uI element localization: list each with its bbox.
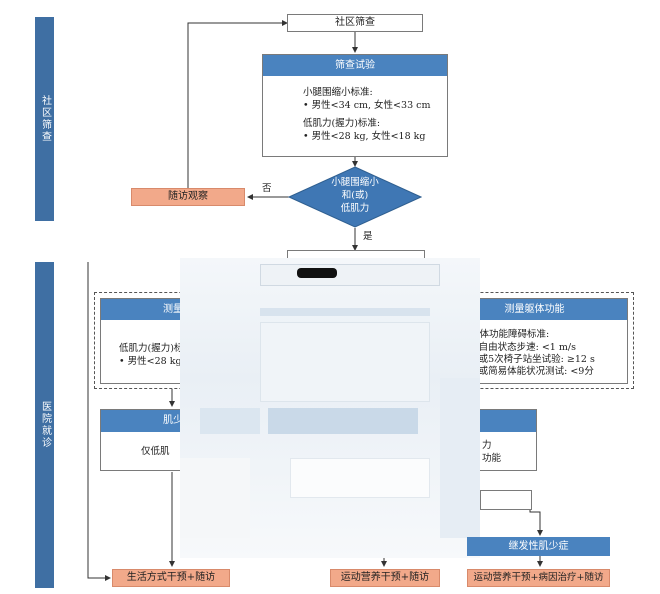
label-yes: 是 bbox=[363, 231, 373, 242]
calf-criteria-title: 小腿围缩小标准: bbox=[303, 87, 373, 98]
screening-test-title: 筛查试验 bbox=[263, 55, 447, 76]
outcome-etiology: 运动营养干预+病因治疗+随访 bbox=[467, 569, 610, 587]
measure-body-item-1-text: 自由状态步速: <1 m/s bbox=[478, 342, 576, 353]
secondary-sarcopenia-box: 继发性肌少症 bbox=[467, 537, 610, 556]
severe-frag-2: 功能 bbox=[482, 453, 502, 464]
sidebar-community-label: 社区筛查 bbox=[39, 95, 51, 143]
measure-body-line1: 躯体功能障碍标准: bbox=[470, 329, 550, 340]
measure-body-item-3: • 或简易体能状况测试: <9分 bbox=[470, 366, 594, 378]
measure-muscle-item-text: 男性<28 kg, bbox=[127, 356, 185, 367]
outcome-lifestyle: 生活方式干预+随访 bbox=[112, 569, 230, 587]
community-screening-box: 社区筛查 bbox=[287, 14, 423, 32]
severe-frag-1: 力 bbox=[482, 440, 492, 451]
outcome-etiology-label: 运动营养干预+病因治疗+随访 bbox=[473, 572, 604, 583]
grip-criteria-item-text: 男性<28 kg, 女性<18 kg bbox=[311, 131, 426, 142]
obscured-area bbox=[180, 258, 480, 558]
outcome-exercise-nutrition: 运动营养干预+随访 bbox=[330, 569, 440, 587]
measure-body-item-3-text: 或简易体能状况测试: <9分 bbox=[478, 366, 594, 377]
outcome-exercise-nutrition-label: 运动营养干预+随访 bbox=[340, 572, 430, 583]
outcome-lifestyle-label: 生活方式干预+随访 bbox=[126, 572, 216, 583]
measure-body-item-2-text: 或5次椅子站坐试验: ≥12 s bbox=[478, 354, 595, 365]
decision-line3: 低肌力 bbox=[340, 203, 370, 214]
sarcopenia-line1: 仅低肌 bbox=[141, 446, 170, 457]
minor-box bbox=[480, 490, 532, 510]
screening-test-box: 筛查试验 小腿围缩小标准: • 男性<34 cm, 女性<33 cm 低肌力(握… bbox=[262, 54, 448, 157]
measure-body-item-1: • 自由状态步速: <1 m/s bbox=[470, 342, 576, 354]
grip-criteria-title: 低肌力(握力)标准: bbox=[303, 118, 381, 129]
decision-line1: 小腿围缩小 bbox=[331, 177, 379, 188]
measure-body-box: 测量躯体功能 躯体功能障碍标准: • 自由状态步速: <1 m/s • 或5次椅… bbox=[441, 298, 628, 384]
community-screening-label: 社区筛查 bbox=[335, 17, 375, 28]
follow-observe-box: 随访观察 bbox=[131, 188, 245, 206]
grip-criteria-item: • 男性<28 kg, 女性<18 kg bbox=[303, 131, 426, 142]
decision-line2: 和(或) bbox=[341, 190, 369, 201]
measure-body-item-2: • 或5次椅子站坐试验: ≥12 s bbox=[470, 354, 595, 366]
follow-observe-label: 随访观察 bbox=[168, 191, 208, 202]
sidebar-hospital: 医院就诊 bbox=[35, 262, 54, 588]
sidebar-community: 社区筛查 bbox=[35, 17, 54, 221]
secondary-sarcopenia-label: 继发性肌少症 bbox=[508, 541, 569, 552]
sidebar-hospital-label: 医院就诊 bbox=[39, 401, 51, 449]
calf-criteria-item-text: 男性<34 cm, 女性<33 cm bbox=[311, 100, 431, 111]
measure-muscle-line1: 低肌力(握力)标 bbox=[119, 343, 184, 354]
decision-diamond: 小腿围缩小 和(或) 低肌力 bbox=[288, 166, 422, 228]
calf-criteria-item: • 男性<34 cm, 女性<33 cm bbox=[303, 100, 431, 111]
label-no: 否 bbox=[262, 183, 272, 194]
measure-body-title: 测量躯体功能 bbox=[442, 299, 627, 320]
measure-muscle-item: • 男性<28 kg, bbox=[119, 356, 185, 367]
